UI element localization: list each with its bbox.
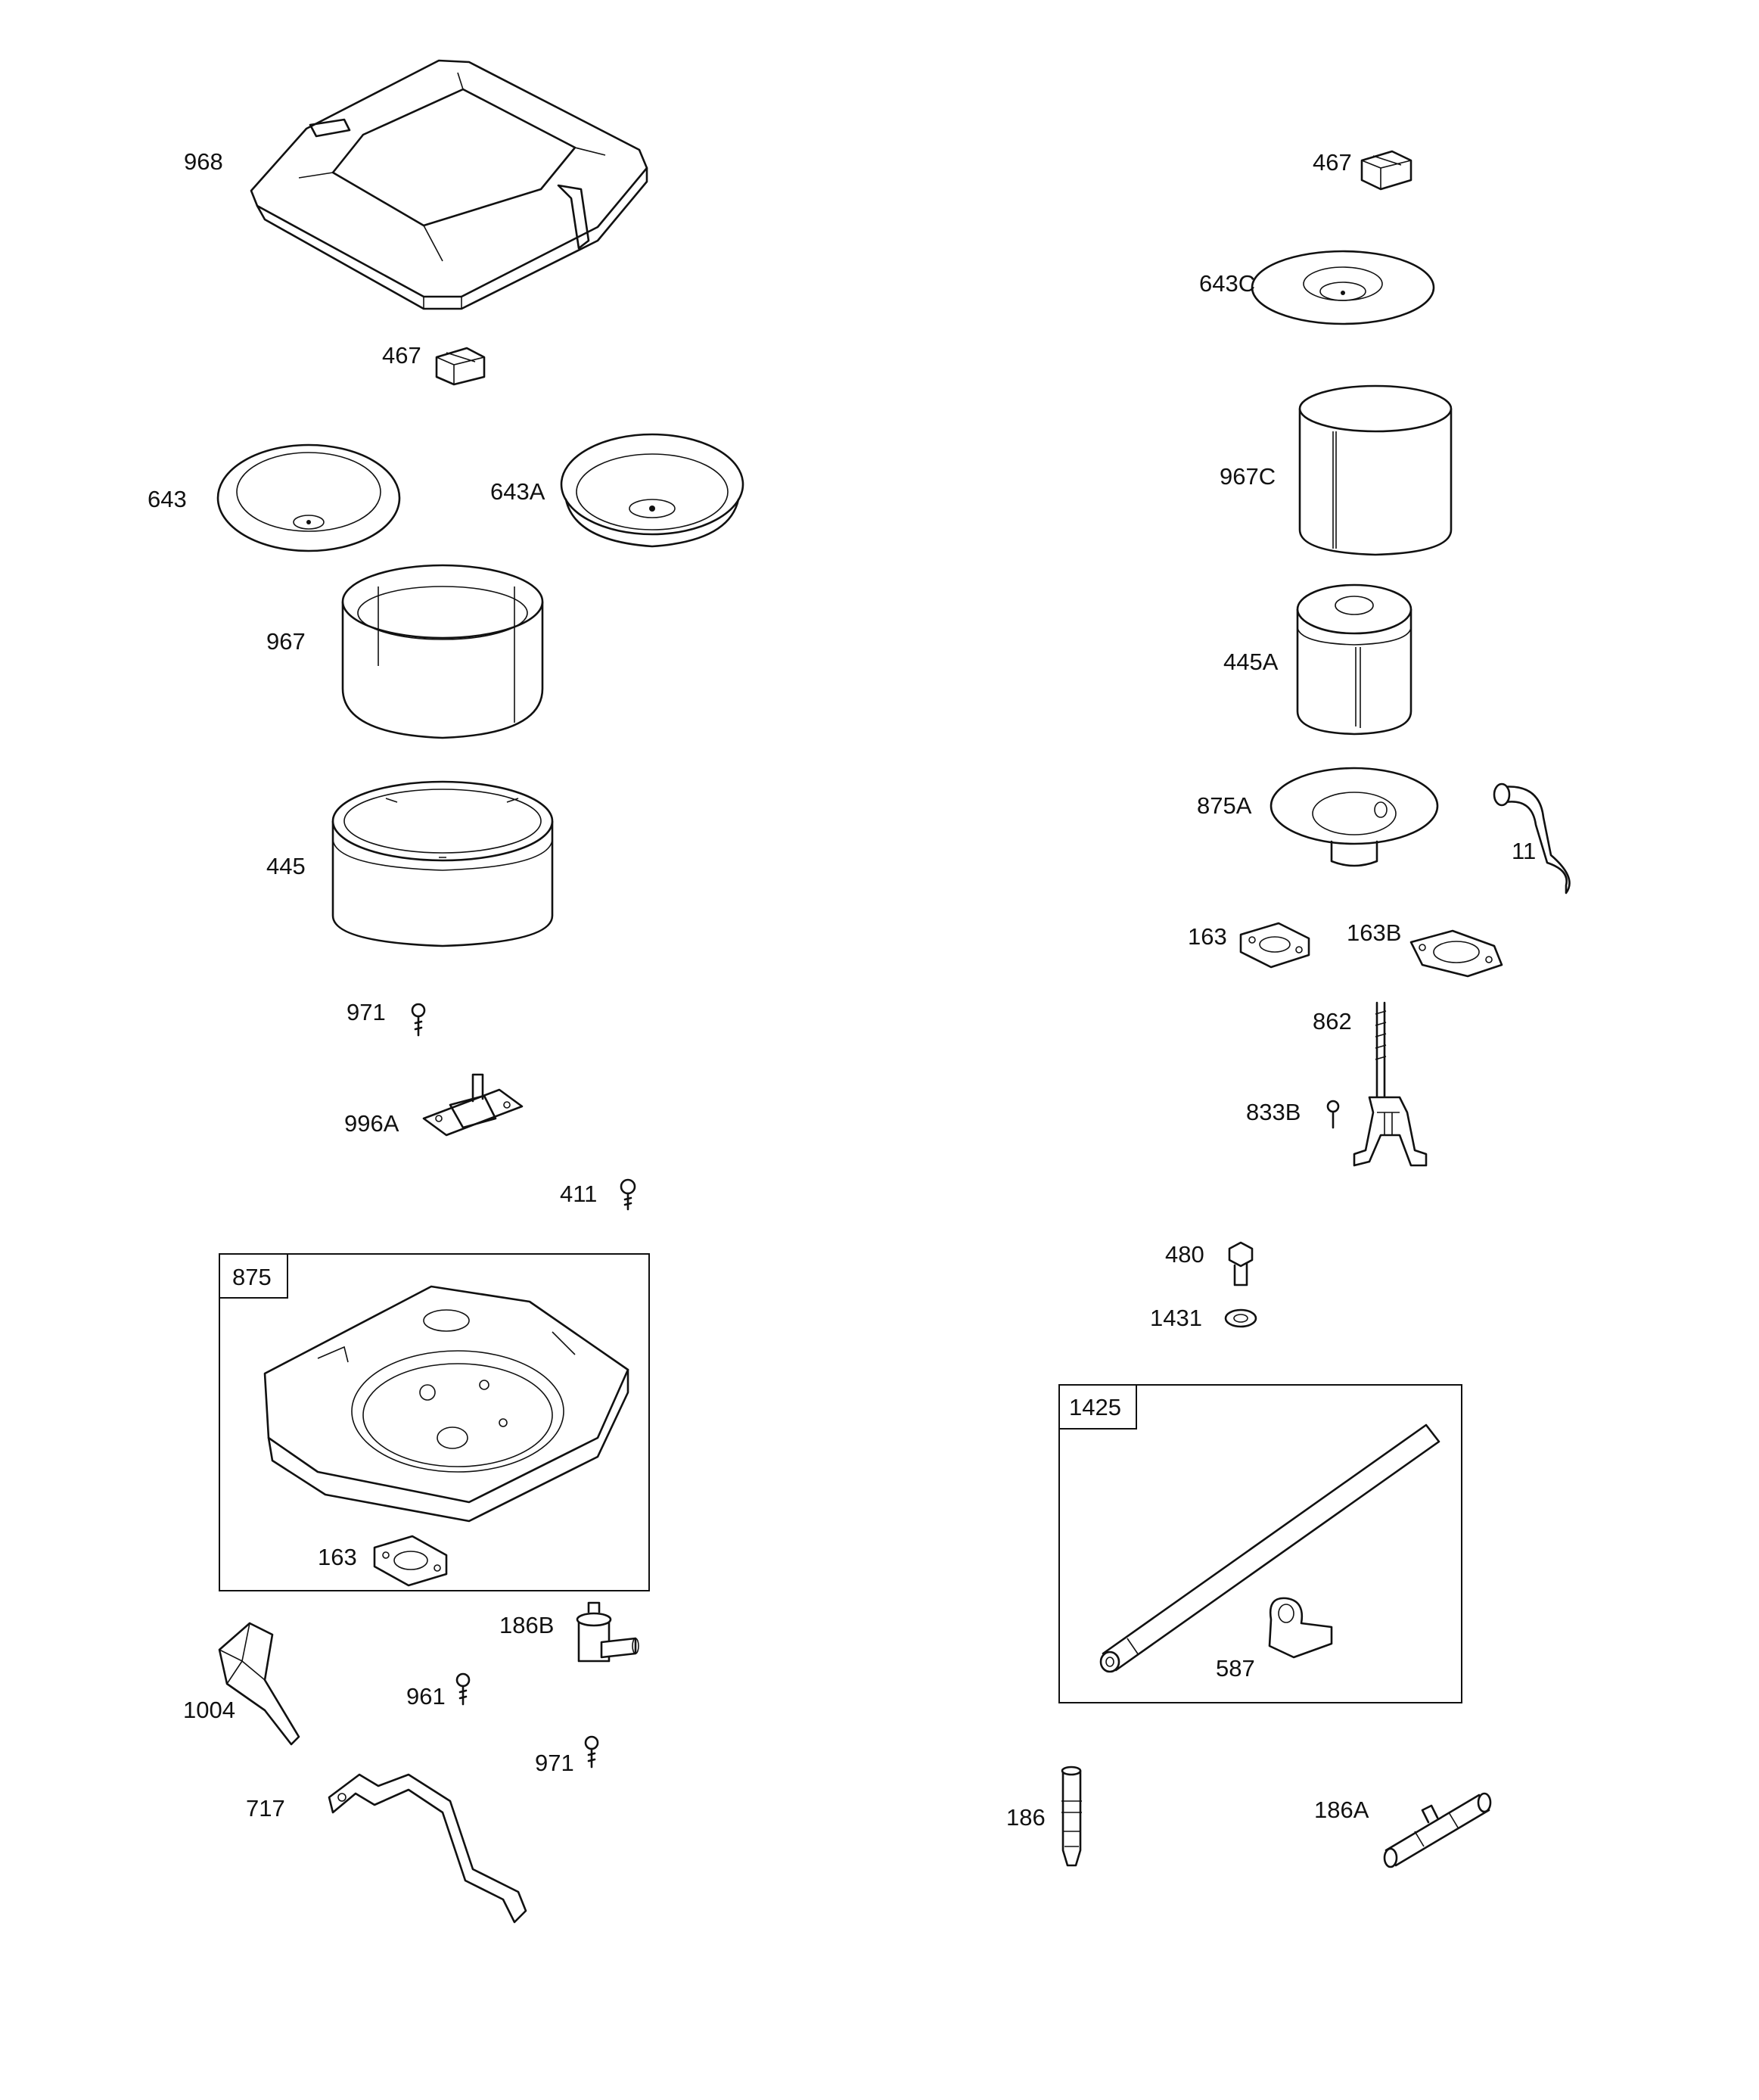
part-163-gasket-right [1239,922,1310,969]
part-717-bracket [328,1773,527,1924]
part-1425-tube [1099,1423,1440,1673]
label-1004: 1004 [183,1697,235,1723]
part-875a-adapter [1270,767,1439,867]
label-996a: 996A [344,1110,399,1137]
label-875: 875 [232,1264,272,1290]
label-467-left: 467 [382,342,421,369]
part-996a-plate [422,1073,524,1137]
part-445-filter [331,780,554,947]
part-411-screw [620,1178,636,1211]
label-717: 717 [246,1795,285,1822]
label-186b: 186B [499,1612,554,1638]
label-967: 967 [266,628,306,655]
part-bracket-862 [1353,1096,1428,1167]
label-163-box: 163 [318,1544,357,1570]
part-1431-washer [1224,1308,1257,1328]
label-411: 411 [560,1181,597,1207]
label-1431: 1431 [1150,1305,1202,1331]
label-971-lower: 971 [535,1750,574,1776]
label-445a: 445A [1223,649,1279,675]
kit-box-1425-tab [1058,1384,1137,1430]
label-480: 480 [1165,1241,1204,1268]
label-968: 968 [184,148,223,175]
part-467-knob-right [1360,150,1412,191]
part-643c-plate [1251,250,1435,325]
part-833b-screw [1326,1100,1340,1129]
label-961: 961 [406,1683,446,1710]
label-643: 643 [148,486,187,512]
label-971-upper: 971 [347,999,386,1025]
label-163b: 163B [1347,919,1401,946]
part-643a-dish [560,433,744,548]
label-467-right: 467 [1313,149,1352,176]
part-186a-fitting [1383,1792,1492,1868]
label-186a: 186A [1314,1797,1369,1823]
part-480-bolt [1228,1241,1254,1286]
label-643a: 643A [490,478,545,505]
part-967c-precleaner [1298,384,1453,556]
part-875-base [263,1285,629,1523]
part-445a-filter [1296,583,1412,736]
part-967-precleaner [341,564,544,739]
part-961-screw [455,1672,471,1706]
part-587-clamp [1268,1597,1333,1659]
kit-box-875-tab [219,1253,288,1299]
part-186b-fitting [576,1601,639,1663]
part-643-plate [216,443,401,552]
label-967c: 967C [1220,463,1276,490]
label-862: 862 [1313,1008,1352,1034]
part-971-screw-upper [411,1003,426,1037]
label-643c: 643C [1199,270,1255,297]
part-163-gasket-box [373,1535,448,1587]
part-862-stud [1375,1001,1387,1099]
label-445: 445 [266,853,306,879]
part-163b-gasket [1409,929,1503,978]
part-971-screw-lower [584,1735,599,1769]
label-11: 11 [1512,838,1536,864]
label-875a: 875A [1197,792,1252,819]
part-1004-deflector [218,1622,300,1746]
part-467-knob-left [435,347,486,386]
label-1425: 1425 [1069,1394,1121,1420]
kit-box-875 [219,1253,650,1591]
label-163-right: 163 [1188,923,1227,950]
part-968-cover [250,59,648,310]
label-833b: 833B [1246,1099,1301,1125]
label-587: 587 [1216,1655,1255,1682]
label-186: 186 [1006,1804,1046,1831]
part-186-fitting [1061,1766,1082,1867]
part-11-tube [1493,782,1571,894]
kit-box-1425 [1058,1384,1462,1703]
